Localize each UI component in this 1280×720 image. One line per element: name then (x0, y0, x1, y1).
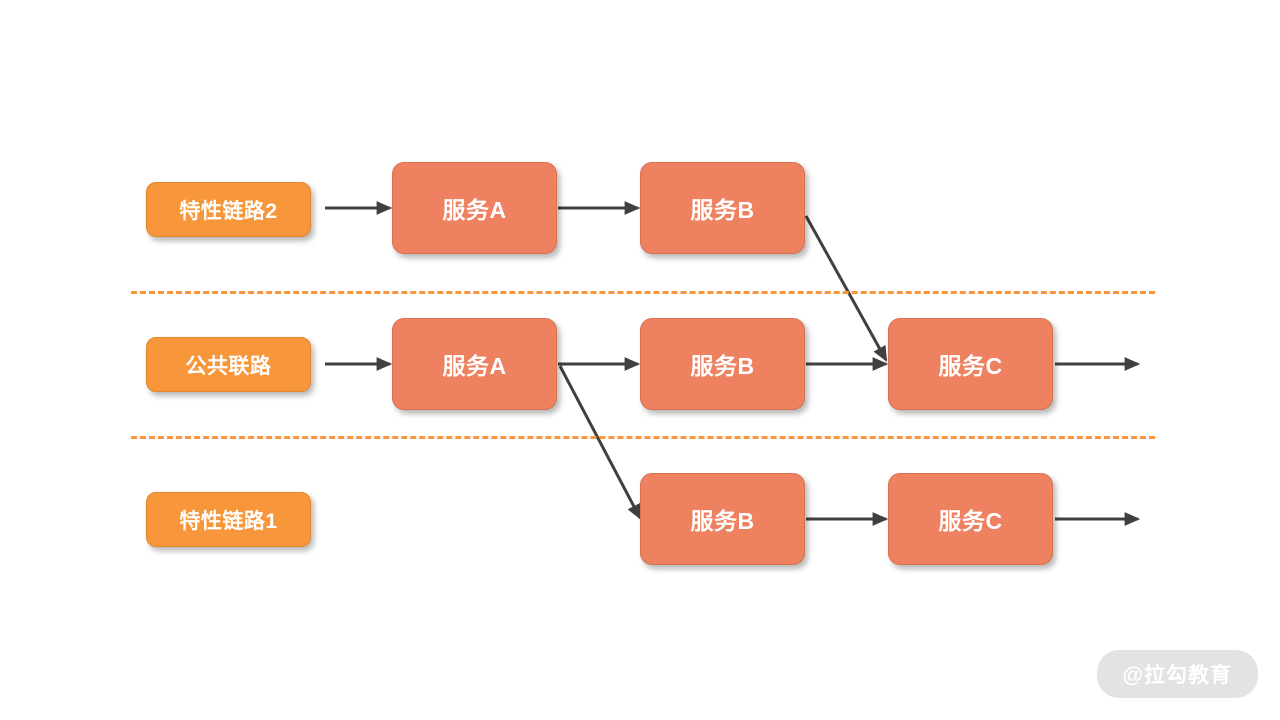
node-top-service-b[interactable]: 服务B (640, 162, 805, 254)
node-bottom-service-c-label: 服务C (938, 508, 1003, 534)
node-mid-service-c[interactable]: 服务C (888, 318, 1053, 410)
node-top-service-a[interactable]: 服务A (392, 162, 557, 254)
node-mid-service-c-label: 服务C (938, 353, 1003, 379)
node-top-service-a-label: 服务A (442, 197, 507, 223)
node-bottom-service-b[interactable]: 服务B (640, 473, 805, 565)
lane-label-feature-1-text: 特性链路1 (179, 509, 278, 533)
node-mid-service-a-label: 服务A (442, 353, 507, 379)
lane-label-feature-2[interactable]: 特性链路2 (146, 182, 311, 237)
lane-divider-bottom (131, 436, 1155, 439)
lane-label-feature-1[interactable]: 特性链路1 (146, 492, 311, 547)
node-mid-service-b[interactable]: 服务B (640, 318, 805, 410)
watermark: @拉勾教育 (1096, 650, 1258, 698)
arrow-top-serviceB-to-mid-serviceC (804, 215, 888, 362)
node-top-service-b-label: 服务B (690, 197, 755, 223)
node-mid-service-b-label: 服务B (690, 353, 755, 379)
arrow-mid-serviceA-to-bottom-serviceB (558, 365, 642, 520)
lane-label-common-text: 公共联路 (185, 354, 272, 378)
watermark-text: @拉勾教育 (1122, 664, 1232, 687)
lane-label-feature-2-text: 特性链路2 (179, 199, 278, 223)
node-bottom-service-b-label: 服务B (690, 508, 755, 534)
lane-label-common[interactable]: 公共联路 (146, 337, 311, 392)
node-bottom-service-c[interactable]: 服务C (888, 473, 1053, 565)
lane-divider-top (131, 291, 1155, 294)
node-mid-service-a[interactable]: 服务A (392, 318, 557, 410)
